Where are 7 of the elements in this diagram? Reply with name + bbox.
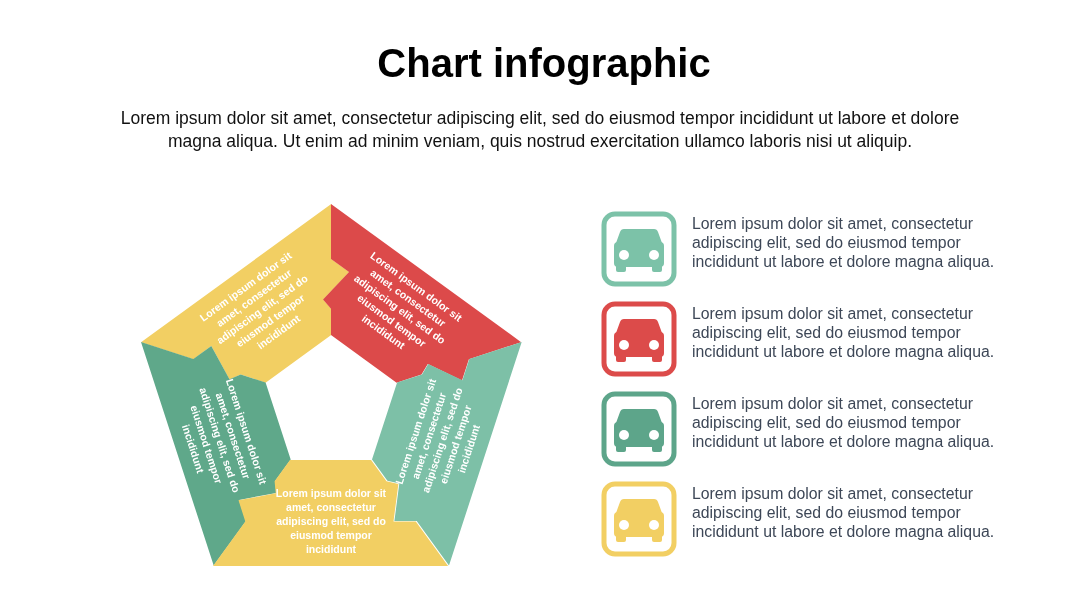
title: Chart infographic — [377, 40, 711, 87]
intro-paragraph: Lorem ipsum dolor sit amet, consectetur adipiscing elit, sed do eiusmod tempor incididunt ut labore et dolore magna aliqua. Ut enim ad minim veniam, quis nostrud exercitation ullamco laboris nisi ut aliquip. — [119, 107, 961, 153]
description-text: Lorem ipsum dolor sit amet, consectetur adipiscing elit, sed do eiusmod tempor incididunt ut labore et dolore magna aliqua. — [692, 214, 996, 271]
description-text: Lorem ipsum dolor sit amet, consectetur adipiscing elit, sed do eiusmod tempor incididunt ut labore et dolore magna aliqua. — [692, 394, 996, 451]
description-text: Lorem ipsum dolor sit amet, consectetur adipiscing elit, sed do eiusmod tempor incididunt ut labore et dolore magna aliqua. — [692, 484, 996, 541]
description-text: Lorem ipsum dolor sit amet, consectetur adipiscing elit, sed do eiusmod tempor incididunt ut labore et dolore magna aliqua. — [692, 304, 996, 361]
segment-text: Lorem ipsum dolor sit amet, consectetur adipiscing elit, sed do eiusmod tempor incididunt — [274, 486, 388, 556]
